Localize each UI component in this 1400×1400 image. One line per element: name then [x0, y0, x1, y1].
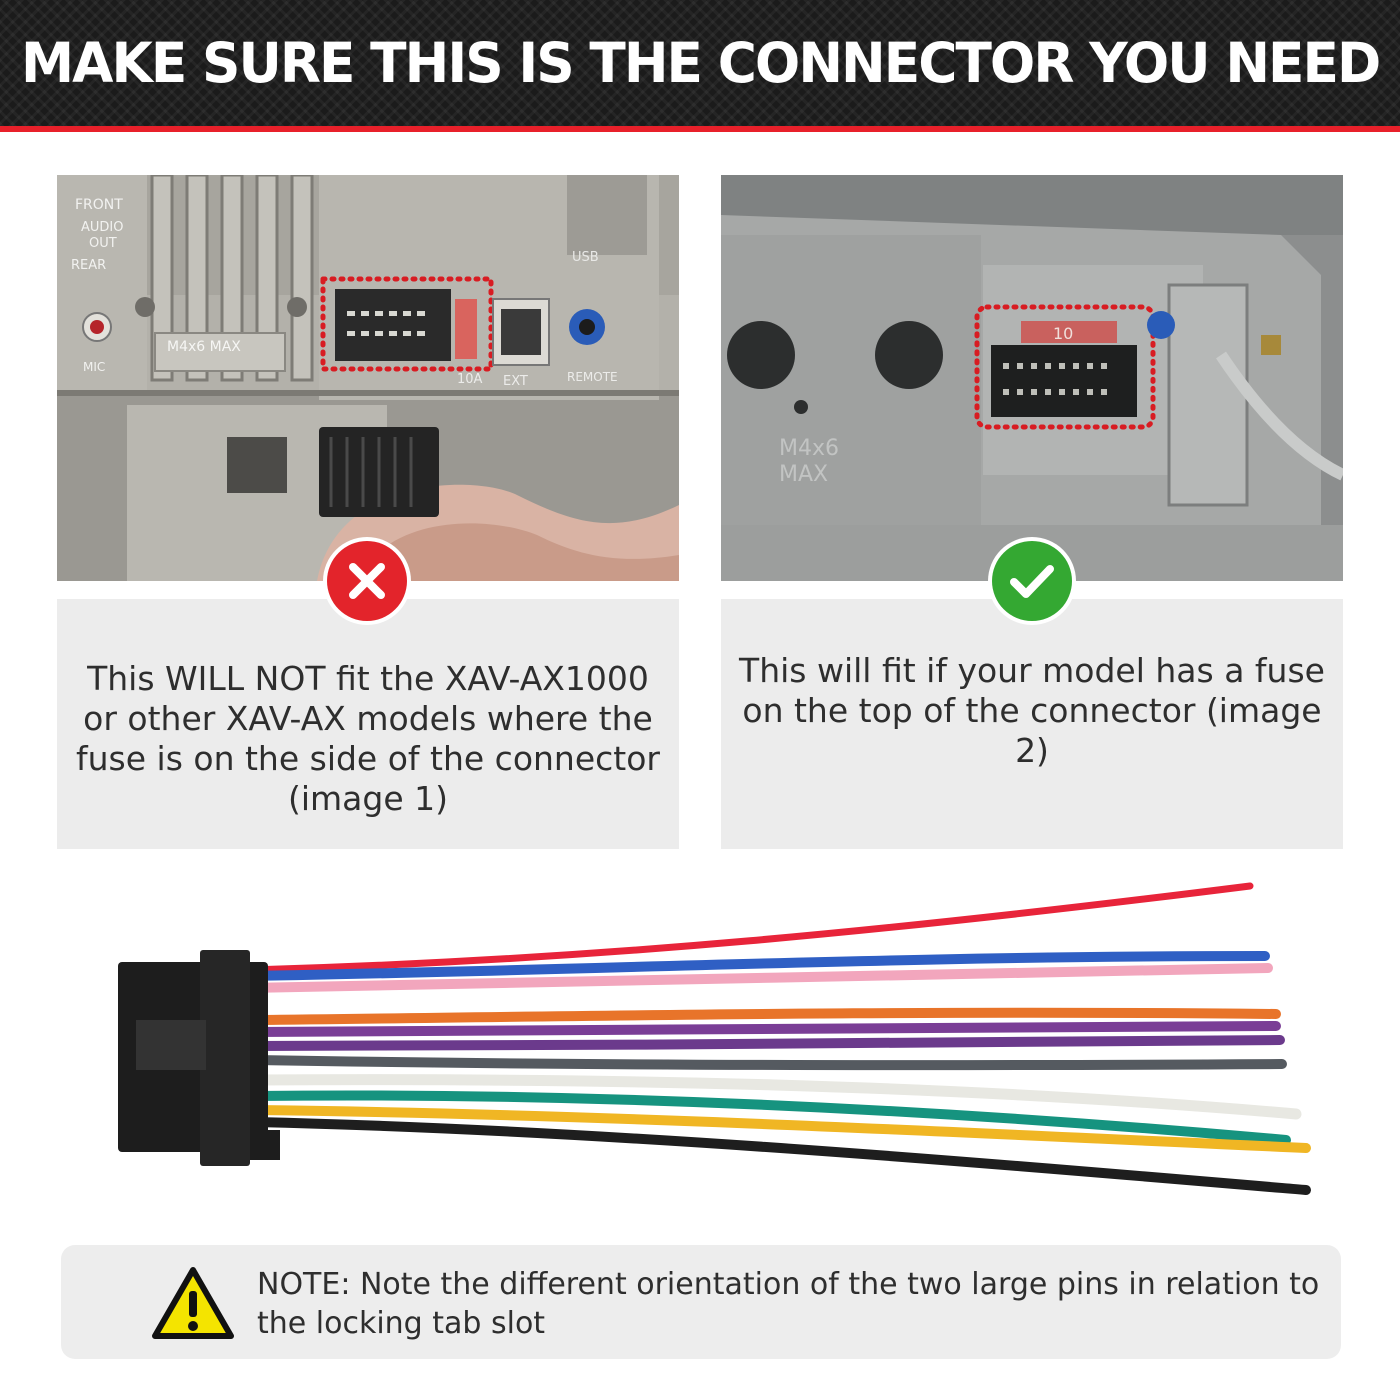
right-caption-text: This will fit if your model has a fuse o… — [739, 651, 1325, 770]
remote-label: REMOTE — [567, 370, 618, 384]
screw-size-label-top: M4x6 — [779, 436, 839, 461]
screw-size-label: M4x6 MAX — [167, 339, 241, 355]
note-text: NOTE: Note the different orientation of … — [257, 1267, 1320, 1341]
left-connector-photo: FRONT AUDIO OUT REAR MIC M4x6 MAX USB 10… — [57, 175, 679, 581]
note-box: NOTE: Note the different orientation of … — [61, 1245, 1341, 1359]
audio-label: AUDIO — [81, 220, 124, 235]
header-banner: MAKE SURE THIS IS THE CONNECTOR YOU NEED — [0, 0, 1400, 126]
usb-label: USB — [572, 250, 599, 265]
right-connector-photo: M4x6 MAX 10 — [721, 175, 1343, 581]
wire-harness-image — [100, 870, 1330, 1210]
fuse-label: 10A — [457, 372, 483, 387]
header-accent-stripe — [0, 126, 1400, 132]
out-label: OUT — [89, 236, 117, 251]
left-caption-box: This WILL NOT fit the XAV-AX1000 or othe… — [57, 599, 679, 849]
fuse-label-top: 10 — [1053, 324, 1073, 343]
screw-size-label-bottom: MAX — [779, 462, 828, 487]
warning-icon — [151, 1265, 235, 1341]
ext-label: EXT — [503, 374, 528, 389]
check-mark-icon — [992, 541, 1072, 621]
x-mark-icon — [327, 541, 407, 621]
right-caption-box: This will fit if your model has a fuse o… — [721, 599, 1343, 849]
rear-label: REAR — [71, 258, 106, 273]
left-caption-text: This WILL NOT fit the XAV-AX1000 or othe… — [76, 659, 660, 818]
page-title: MAKE SURE THIS IS THE CONNECTOR YOU NEED — [20, 31, 1381, 95]
compatible-badge — [988, 537, 1076, 625]
incompatible-badge — [323, 537, 411, 625]
mic-label: MIC — [83, 360, 105, 374]
front-label: FRONT — [75, 197, 123, 213]
